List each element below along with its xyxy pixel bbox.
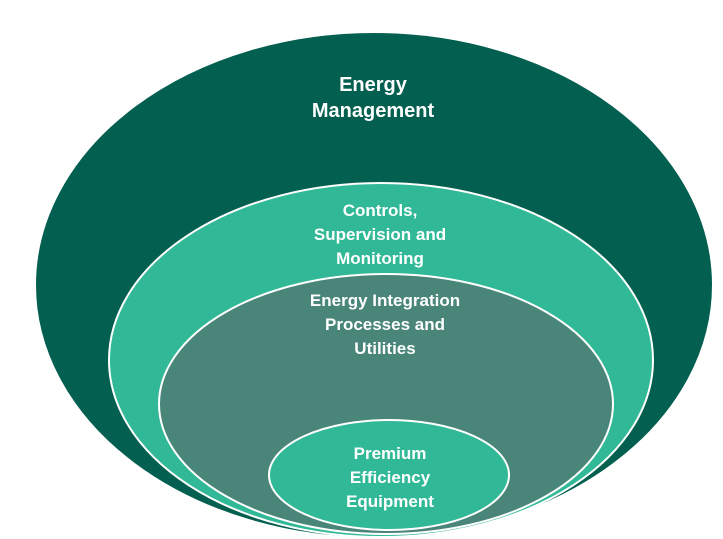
controls-supervision-monitoring-label: Controls, Supervision and Monitoring [280, 199, 480, 271]
label-line: Supervision and [313, 225, 447, 244]
energy-integration-processes-utilities-label: Energy Integration Processes and Utiliti… [285, 289, 485, 361]
label-line: Premium [353, 444, 427, 463]
label-line: Management [311, 100, 435, 122]
label-line: Monitoring [336, 249, 424, 268]
premium-efficiency-equipment-ellipse [268, 419, 510, 531]
premium-efficiency-equipment-label: Premium Efficiency Equipment [300, 442, 480, 514]
label-line: Energy [339, 74, 407, 96]
label-line: Energy Integration [309, 291, 461, 310]
energy-management-label: Energy Management [273, 72, 473, 124]
label-line: Controls, [342, 201, 418, 220]
label-line: Equipment [346, 492, 434, 511]
label-line: Utilities [354, 339, 416, 358]
label-line: Processes and [324, 315, 445, 334]
label-line: Efficiency [349, 468, 431, 487]
